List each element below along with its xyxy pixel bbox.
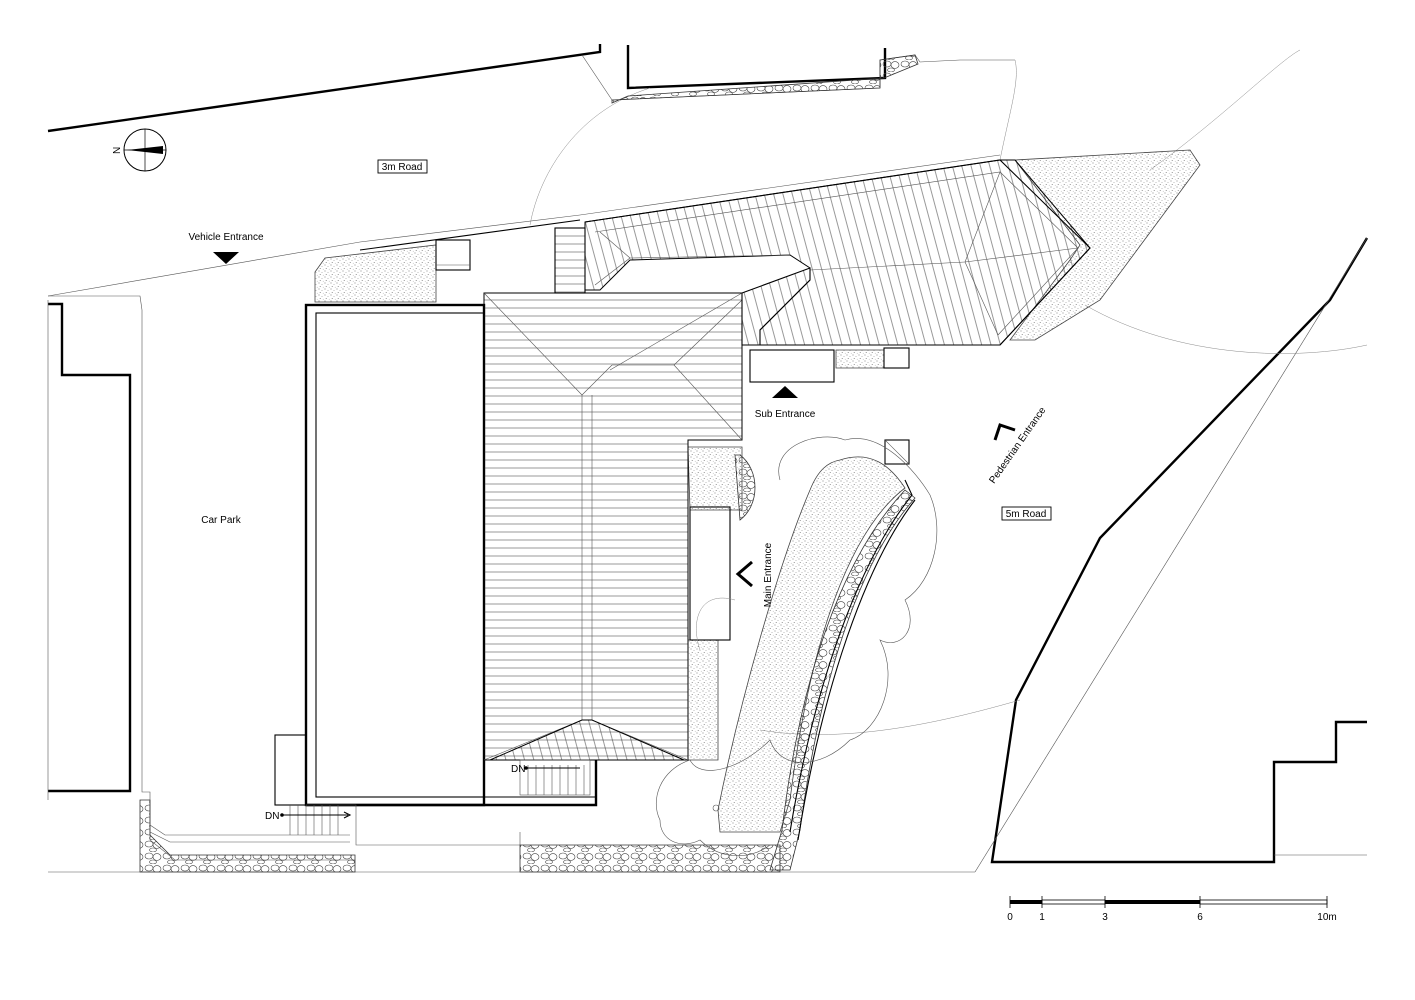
compass-north-label: N (112, 147, 123, 154)
road-5m-label: 5m Road (1006, 509, 1047, 520)
scale-tick-10m: 10m (1317, 912, 1336, 923)
scale-tick-6: 6 (1197, 912, 1203, 923)
scale-tick-3: 3 (1102, 912, 1108, 923)
site-boundaries (47, 44, 1369, 873)
stair-down-label-center: DN (511, 764, 525, 775)
north-compass: N (112, 128, 167, 172)
roof-central-wing (483, 267, 811, 761)
entrance-markers (213, 252, 1016, 588)
scale-bar: 0 1 3 6 10m (1007, 896, 1337, 923)
vehicle-entrance-arrow-icon (213, 252, 239, 264)
car-park-label: Car Park (201, 515, 241, 526)
scale-tick-0: 0 (1007, 912, 1013, 923)
curved-path-edges (149, 479, 916, 843)
building-footprint (274, 303, 598, 846)
sub-entrance-arrow-icon (772, 386, 798, 398)
pedestrian-entrance-label: Pedestrian Entrance (987, 405, 1048, 486)
main-entrance-label: Main Entrance (763, 542, 774, 607)
pedestrian-entrance-arrow-icon (993, 423, 1016, 441)
vehicle-entrance-label: Vehicle Entrance (188, 232, 263, 243)
tree-canopies (656, 436, 938, 856)
stair-treads (289, 765, 585, 835)
small-structures (280, 239, 910, 835)
sub-entrance-label: Sub Entrance (755, 409, 816, 420)
stair-down-label-west: DN (265, 811, 279, 822)
stone-retaining-walls (139, 54, 919, 873)
road-3m-tag (377, 159, 428, 174)
road-3m-label: 3m Road (382, 162, 423, 173)
main-entrance-arrow-icon (735, 560, 753, 588)
scale-tick-1: 1 (1039, 912, 1045, 923)
road-5m-tag (1001, 506, 1052, 521)
gravel-areas (314, 149, 1201, 833)
